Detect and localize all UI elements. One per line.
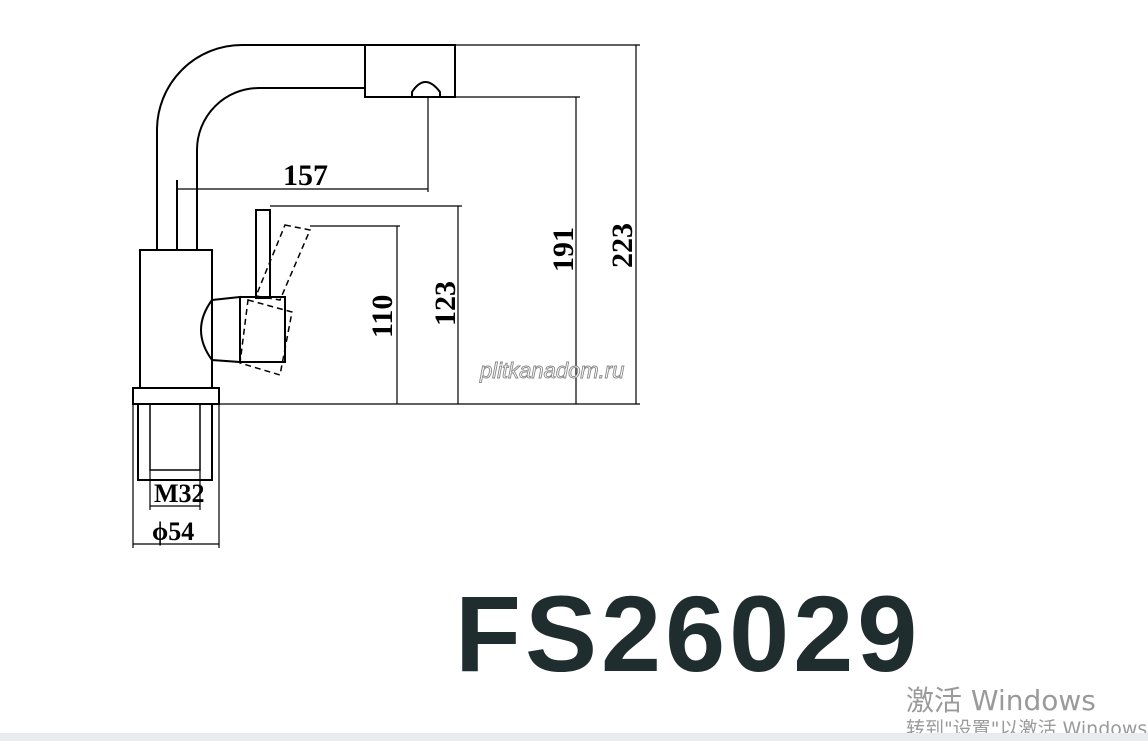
spray-head [364, 44, 456, 98]
watermark-text: plitkanadom.ru [479, 358, 624, 383]
handle-alt-position [239, 224, 312, 376]
dim-157: 157 [283, 159, 328, 192]
activation-title: 激活 Windows [906, 684, 1096, 717]
dim-223: 223 [606, 223, 639, 268]
spout-outer-outline [156, 44, 365, 250]
handle-lever [255, 209, 271, 299]
dim-191: 191 [547, 227, 580, 272]
dim-110: 110 [366, 295, 399, 338]
bottom-scroll-strip [0, 733, 1148, 741]
handle-cartridge [239, 296, 286, 363]
dim-d54: ϕ54 [152, 517, 194, 546]
mount-shank [137, 404, 213, 481]
handle-collar [200, 295, 241, 364]
windows-activation-notice: 激活 Windows 转到"设置"以激活 Windows。 [906, 684, 1148, 740]
nozzle [411, 81, 441, 98]
dim-123: 123 [429, 281, 462, 326]
faucet-body [139, 249, 213, 389]
model-code: FS26029 [455, 573, 922, 694]
faucet-base [132, 387, 220, 405]
dim-m32: M32 [154, 479, 205, 508]
